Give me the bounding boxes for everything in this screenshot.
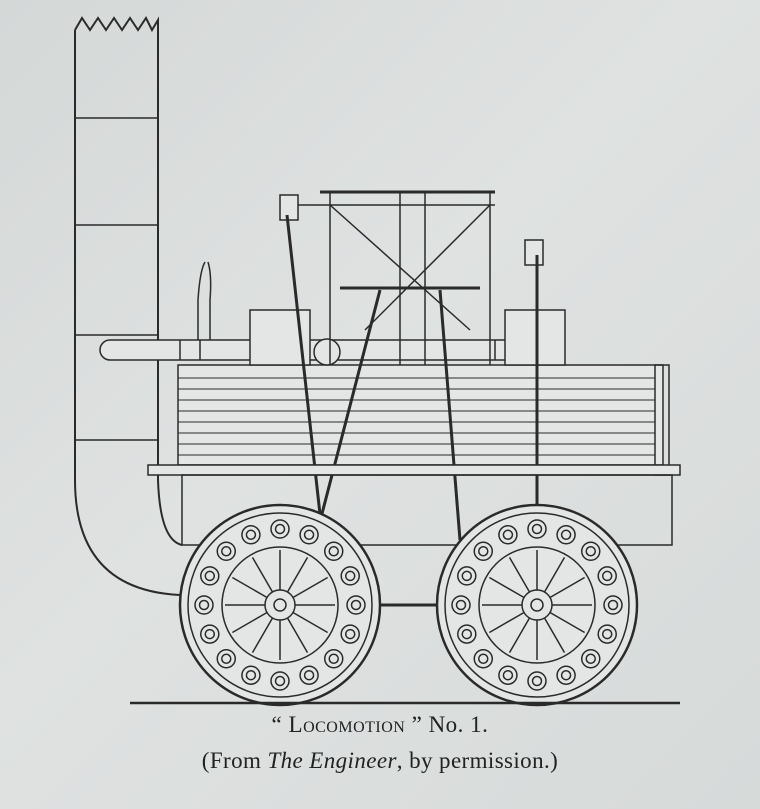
source-suffix: , by permission.) — [396, 748, 559, 773]
wheels — [178, 503, 639, 707]
source-prefix: (From — [201, 748, 262, 773]
frame — [181, 474, 673, 546]
boiler — [177, 364, 670, 476]
figure-title: “ Locomotion ” No. 1. — [0, 712, 760, 738]
locomotive-name: Locomotion — [288, 712, 406, 737]
title-number: No. 1. — [428, 712, 489, 737]
close-quote: ” — [411, 712, 423, 737]
beam-frame — [279, 190, 544, 365]
figure-source: (From The Engineer, by permission.) — [0, 748, 760, 774]
chimney — [74, 16, 183, 596]
wheel-1 — [178, 503, 382, 707]
source-publication: The Engineer — [267, 748, 397, 773]
platform — [147, 464, 681, 476]
open-quote: “ — [271, 712, 283, 737]
wheel-2 — [435, 503, 639, 707]
